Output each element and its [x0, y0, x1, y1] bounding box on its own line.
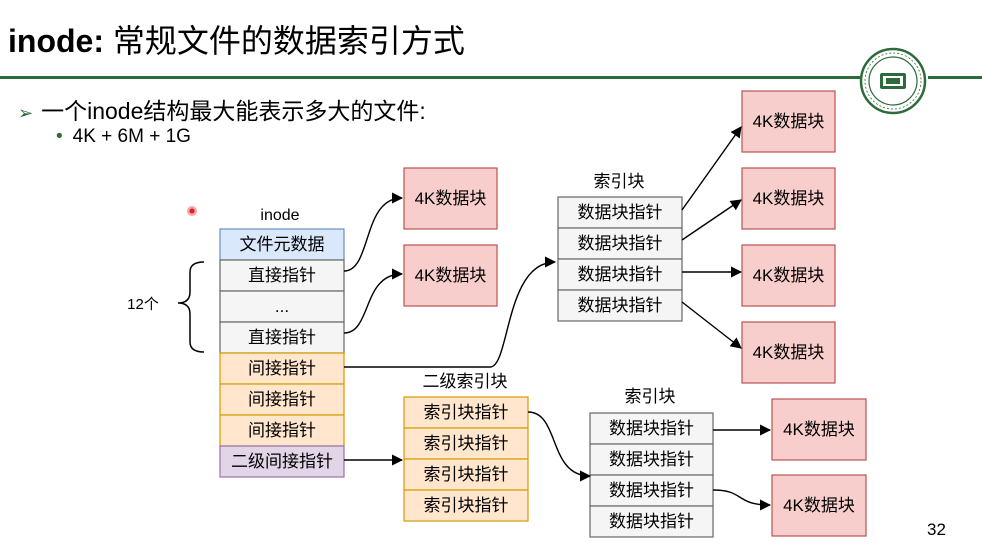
- secondary-index-row-cell-label: 索引块指针: [424, 465, 509, 484]
- arrow-ib1-4: [681, 301, 742, 349]
- inode-row-cell-label: 间接指针: [248, 390, 316, 409]
- index-block-1-row-cell: [557, 227, 683, 260]
- arrow-secondary: [527, 411, 592, 482]
- slide-title-rest: 常规文件的数据索引方式: [103, 23, 465, 59]
- inode-row-cell-label: 直接指针: [248, 328, 316, 347]
- connectors: [343, 126, 772, 511]
- dot-bullet-icon: •: [56, 126, 63, 147]
- arrow-ib2-2: [712, 489, 772, 511]
- twelve-label: 12个: [127, 296, 159, 313]
- secondary-index-label: 二级索引块: [423, 372, 508, 391]
- brace-12: [177, 261, 205, 353]
- inode-row-cell: [219, 445, 345, 478]
- inode-row-cell: [219, 414, 345, 447]
- data-block-label: 4K数据块: [753, 189, 825, 208]
- index-block-2-row-cell-label: 数据块指针: [609, 481, 694, 500]
- slide-title: inode: 常规文件的数据索引方式: [8, 16, 465, 62]
- data-block-label: 4K数据块: [753, 266, 825, 285]
- data-block: [741, 167, 836, 230]
- university-seal-icon: [859, 47, 927, 115]
- secondary-index-row-cell-label: 索引块指针: [424, 403, 509, 422]
- data-block-label: 4K数据块: [753, 343, 825, 362]
- index-block-1-row-cell-label: 数据块指针: [578, 296, 663, 315]
- data-block-label: 4K数据块: [415, 189, 487, 208]
- inode-row-cell: [219, 259, 345, 292]
- inode-row-cell-label: 文件元数据: [240, 235, 325, 254]
- data-block: [741, 244, 836, 307]
- index-block-1-row-cell-label: 数据块指针: [578, 234, 663, 253]
- arrow-direct-1: [343, 192, 404, 272]
- index-block-2-row-cell: [589, 505, 714, 538]
- data-block-label: 4K数据块: [753, 112, 825, 131]
- data-block: [771, 474, 867, 537]
- inode-label: inode: [260, 207, 299, 224]
- inode-row-cell: [219, 228, 345, 261]
- arrow-direct-2: [343, 268, 404, 334]
- secondary-index-row-cell-label: 索引块指针: [424, 434, 509, 453]
- data-block: [741, 321, 836, 384]
- arrow-ib1-2: [681, 199, 742, 241]
- inode-row-cell-label: 间接指针: [248, 421, 316, 440]
- bullet-answer: • 4K + 6M + 1G: [56, 126, 191, 148]
- index-block-1-row-cell-label: 数据块指针: [578, 265, 663, 284]
- slide-title-bold: inode:: [8, 23, 104, 59]
- index-block-2-row-cell: [589, 443, 714, 476]
- inode-row-cell: [219, 383, 345, 416]
- data-block: [771, 398, 867, 461]
- title-divider-right: [928, 76, 982, 79]
- secondary-index-row-cell-label: 索引块指针: [424, 496, 509, 515]
- inode-row-cell-label: 间接指针: [248, 359, 316, 378]
- index-block-1-row-cell-label: 数据块指针: [578, 203, 663, 222]
- arrow-ib1-1: [681, 126, 742, 211]
- arrow-bullet-icon: ➢: [18, 103, 34, 123]
- index-block-2-row-cell: [589, 474, 714, 507]
- data-block-label: 4K数据块: [415, 266, 487, 285]
- index-block-1-label: 索引块: [594, 172, 645, 191]
- index-block-2-row-cell-label: 数据块指针: [609, 512, 694, 531]
- data-block: [403, 244, 498, 307]
- data-block-label: 4K数据块: [783, 420, 855, 439]
- inode-row-cell-label: 二级间接指针: [231, 452, 333, 471]
- index-block-2-label: 索引块: [625, 387, 676, 406]
- data-blocks: 4K数据块 4K数据块 4K数据块 4K数据块 4K数据块 4K数据块 4K数据块 4K数据块: [403, 90, 867, 537]
- secondary-index-row-cell: [403, 458, 529, 491]
- index-block-1-row-cell: [557, 289, 683, 322]
- inode-row-cell-label: 直接指针: [248, 266, 316, 285]
- inode-row-cell-label: ...: [275, 297, 289, 316]
- title-divider: [0, 76, 860, 79]
- index-block-1-row-cell: [557, 196, 683, 229]
- data-block-label: 4K数据块: [783, 496, 855, 515]
- bullet-answer-text: 4K + 6M + 1G: [72, 126, 191, 147]
- index-block-2-row-cell-label: 数据块指针: [609, 419, 694, 438]
- index-block-2-row-cell-label: 数据块指针: [609, 450, 694, 469]
- bullet-question-text: 一个inode结构最大能表示多大的文件:: [41, 98, 426, 124]
- pointer-dot-core: [189, 208, 195, 214]
- bullet-question: ➢ 一个inode结构最大能表示多大的文件:: [18, 92, 426, 126]
- page-number: 32: [927, 520, 946, 539]
- arrow-indirect: [344, 256, 557, 368]
- data-block: [403, 167, 498, 230]
- data-block: [741, 90, 836, 153]
- index-block-2-row-cell: [589, 412, 714, 445]
- secondary-index-row-cell: [403, 489, 529, 522]
